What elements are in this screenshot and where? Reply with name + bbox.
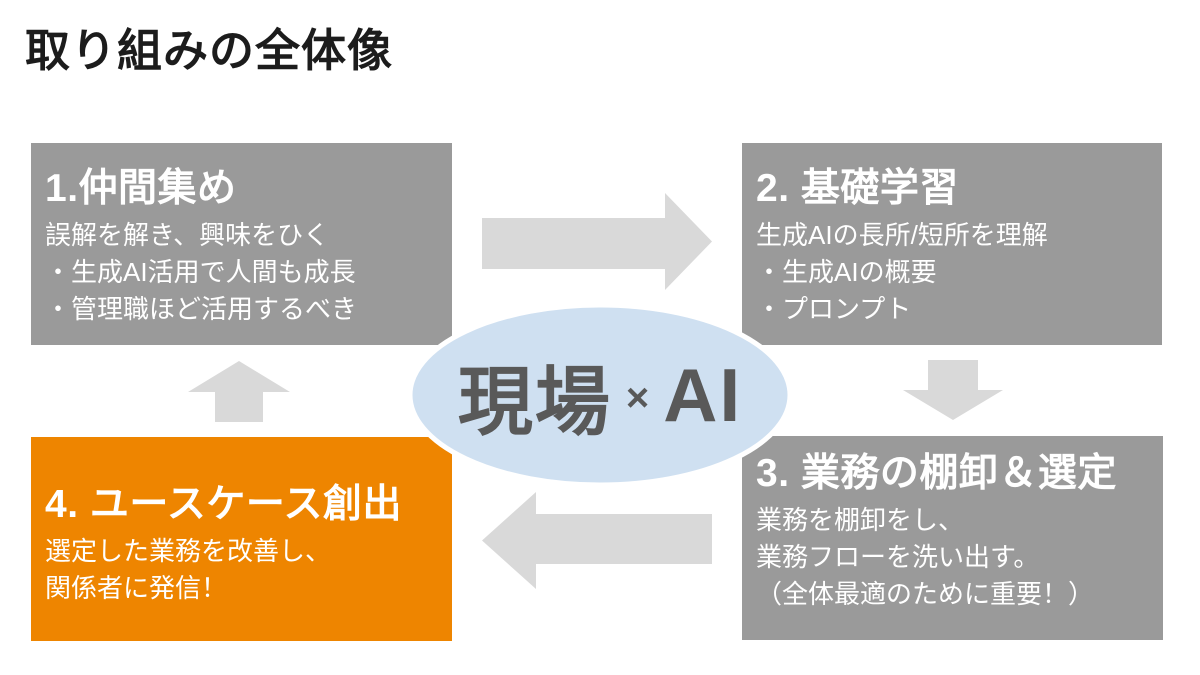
step-2-line: 生成AIの長所/短所を理解: [756, 220, 1048, 250]
step-2-line: ・プロンプト: [756, 294, 912, 324]
step-1-line: 誤解を解き、興味をひく: [45, 220, 330, 250]
step-box-4-highlight: 4. ユースケース創出 選定した業務を改善し、 関係者に発信！: [31, 437, 452, 641]
arrow-right-icon: [482, 193, 712, 290]
step-3-heading: 3. 業務の棚卸＆選定: [756, 452, 1117, 495]
step-3-line: 業務フローを洗い出す。: [756, 542, 1040, 572]
step-box-2: 2. 基礎学習 生成AIの長所/短所を理解 ・生成AIの概要 ・プロンプト: [742, 143, 1162, 345]
step-1-line: ・管理職ほど活用するべき: [45, 294, 358, 324]
center-ellipse: [407, 302, 793, 488]
step-4-line: 選定した業務を改善し、: [45, 536, 332, 566]
center-label-left: 現場: [457, 359, 612, 444]
step-4-line: 関係者に発信！: [45, 573, 228, 603]
center-label: 現場 × AI: [404, 299, 796, 491]
center-label-right: AI: [663, 353, 743, 437]
step-box-1: 1.仲間集め 誤解を解き、興味をひく ・生成AI活用で人間も成長 ・管理職ほど活…: [31, 143, 452, 345]
step-1-line: ・生成AI活用で人間も成長: [45, 257, 356, 287]
step-3-line: 業務を棚卸をし、: [756, 505, 965, 535]
step-3-line: （全体最適のために重要！）: [756, 579, 1095, 609]
arrow-up-icon: [188, 361, 290, 422]
multiply-icon: ×: [625, 375, 650, 420]
step-box-3: 3. 業務の棚卸＆選定 業務を棚卸をし、 業務フローを洗い出す。 （全体最適のた…: [742, 436, 1163, 640]
step-4-heading: 4. ユースケース創出: [45, 483, 402, 526]
page-title: 取り組みの全体像: [25, 25, 394, 76]
step-2-heading: 2. 基礎学習: [756, 167, 959, 210]
arrow-down-icon: [903, 360, 1003, 420]
arrow-left-icon: [482, 492, 712, 589]
step-2-line: ・生成AIの概要: [756, 257, 937, 287]
step-1-heading: 1.仲間集め: [45, 167, 237, 210]
